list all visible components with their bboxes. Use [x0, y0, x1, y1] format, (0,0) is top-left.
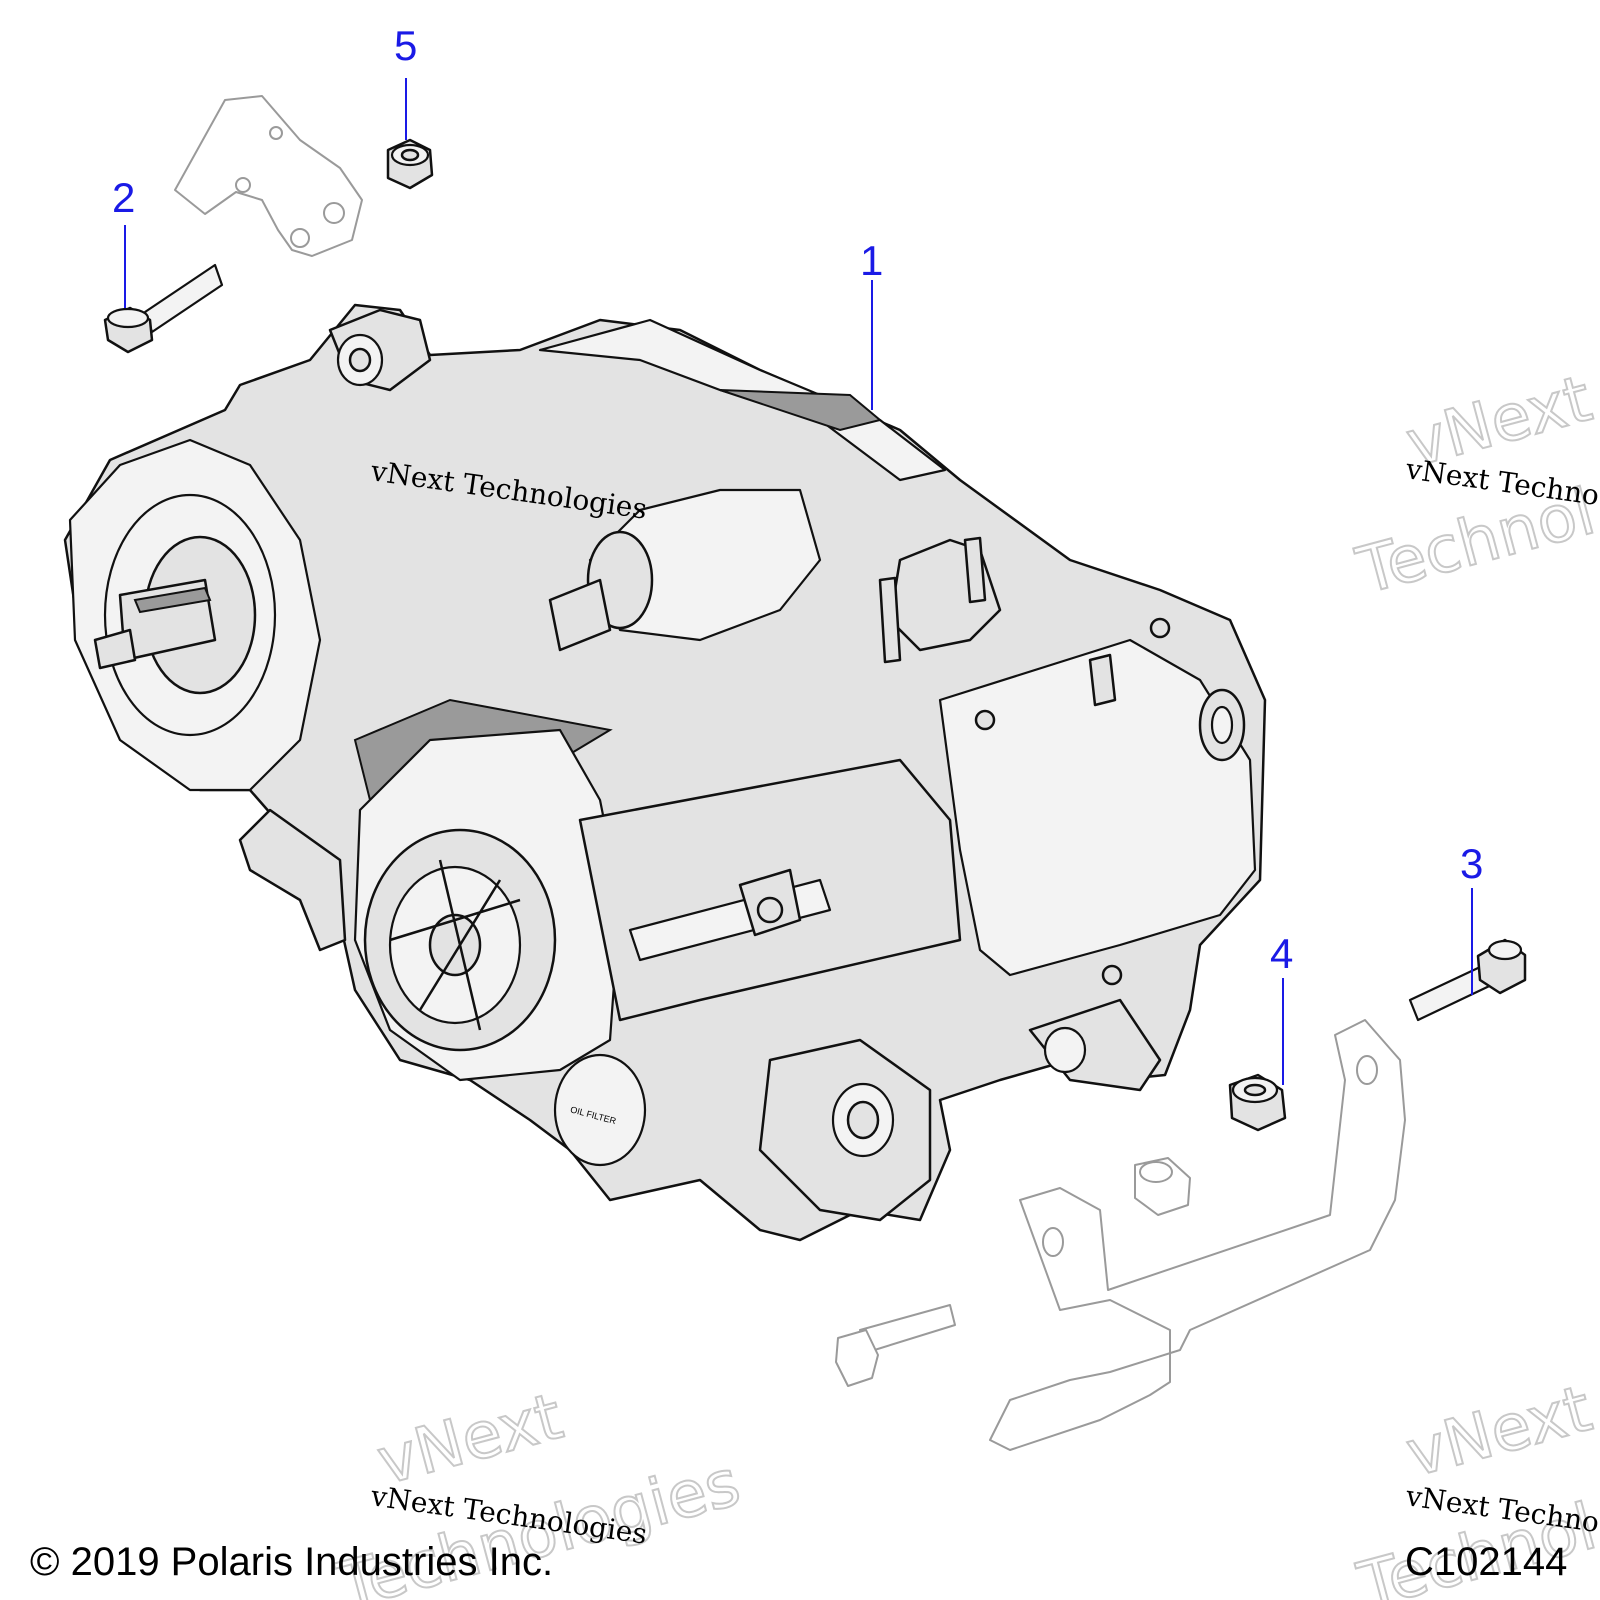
callout-3: 3	[1460, 840, 1483, 887]
callout-2: 2	[112, 174, 135, 221]
callout-1: 1	[860, 237, 883, 284]
upper-mount-bracket-ghost	[174, 95, 363, 257]
watermark-big-top-br: vNext	[1399, 1372, 1599, 1492]
figure-code: C102144	[1405, 1540, 1567, 1584]
callout-4: 4	[1270, 930, 1293, 977]
callout-5: 5	[394, 22, 417, 69]
engine-assembly: OIL FILTER	[63, 303, 1267, 1242]
watermark-big-top-bottom: vNext	[370, 1380, 570, 1500]
copyright-text: © 2019 Polaris Industries Inc.	[30, 1540, 553, 1584]
bolt-part-2	[103, 263, 224, 354]
nut-part-4	[1228, 1073, 1287, 1132]
bolt-part-3	[1408, 938, 1527, 1022]
lower-mount-bracket-ghost	[989, 1019, 1406, 1451]
nut-part-5	[386, 138, 434, 190]
lower-nut-ghost	[1134, 1157, 1191, 1216]
lower-bolt-ghost	[835, 1304, 956, 1387]
